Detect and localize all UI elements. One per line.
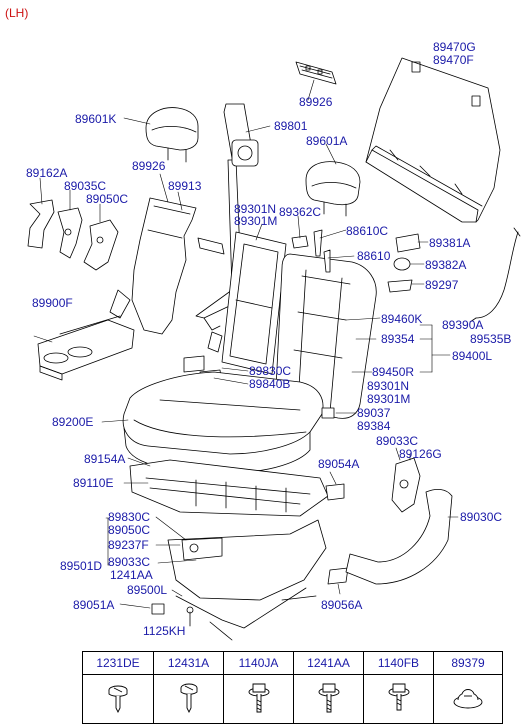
label-89382a: 89382A bbox=[425, 258, 467, 272]
label-89054a: 89054A bbox=[318, 457, 360, 471]
fastener-code: 1140FB bbox=[364, 652, 433, 675]
cushion-frame bbox=[129, 459, 329, 517]
fastener-cell: 1140JA bbox=[223, 652, 293, 723]
label-89830c-mid: 89830C bbox=[249, 364, 292, 378]
label-89056a: 89056A bbox=[321, 598, 363, 612]
label-89400l: 89400L bbox=[452, 349, 493, 363]
label-88610: 88610 bbox=[357, 249, 391, 263]
label-89301m-b: 89301M bbox=[367, 392, 411, 406]
small-clips bbox=[291, 229, 421, 293]
fastener-cell: 12431A bbox=[153, 652, 223, 723]
label-89460k: 89460K bbox=[381, 312, 423, 326]
label-89830c-left: 89830C bbox=[108, 510, 151, 524]
seat-belt-89801 bbox=[195, 103, 259, 331]
side-shield-89030c bbox=[345, 488, 453, 585]
fastener-code: 1140JA bbox=[224, 652, 293, 675]
label-89381a: 89381A bbox=[429, 236, 471, 250]
label-89033c-left: 89033C bbox=[108, 555, 151, 569]
label-89501d: 89501D bbox=[60, 559, 103, 573]
fastener-cell: 1241AA bbox=[293, 652, 363, 723]
label-89297: 89297 bbox=[425, 278, 459, 292]
fastener-cell: 89379 bbox=[433, 652, 502, 723]
label-89470f: 89470F bbox=[433, 53, 474, 67]
label-89913: 89913 bbox=[168, 179, 202, 193]
fastener-code: 89379 bbox=[434, 652, 502, 675]
label-89301n-b: 89301N bbox=[367, 379, 410, 393]
label-1241aa-left: 1241AA bbox=[110, 568, 153, 582]
label-89801: 89801 bbox=[274, 119, 308, 133]
seat-track-mechanism bbox=[167, 519, 327, 641]
fastener-table: 1231DE 12431A 1140JA 1241AA 1140FB bbox=[82, 651, 503, 724]
bracket-89926-top bbox=[295, 61, 337, 85]
seatback-cushion bbox=[275, 253, 377, 419]
side-brackets-left bbox=[27, 199, 119, 271]
fastener-cell: 1231DE bbox=[83, 652, 153, 723]
release-cable bbox=[469, 227, 521, 323]
small-hardware bbox=[151, 407, 345, 627]
label-89301m-a: 89301M bbox=[234, 214, 278, 228]
flange-bolt-icon bbox=[318, 683, 340, 713]
seat-cushion bbox=[122, 371, 324, 473]
label-89035c: 89035C bbox=[64, 179, 107, 193]
label-89030c: 89030C bbox=[460, 510, 503, 524]
label-89362c: 89362C bbox=[279, 205, 322, 219]
label-89354: 89354 bbox=[381, 332, 415, 346]
label-89301n-a: 89301N bbox=[234, 202, 277, 216]
label-89840b: 89840B bbox=[249, 377, 291, 391]
fastener-code: 1241AA bbox=[294, 652, 363, 675]
lower-bracket-89056a bbox=[327, 567, 349, 585]
label-89050c-top: 89050C bbox=[86, 192, 129, 206]
label-89601a: 89601A bbox=[306, 134, 348, 148]
label-89050c-left: 89050C bbox=[108, 523, 151, 537]
label-89110e: 89110E bbox=[73, 476, 114, 490]
fastener-cell: 1140FB bbox=[363, 652, 433, 723]
label-88610c: 88610C bbox=[346, 224, 389, 238]
label-89126g: 89126G bbox=[399, 447, 442, 461]
cup-holder-armrest bbox=[37, 315, 135, 381]
label-1125kh: 1125KH bbox=[143, 624, 186, 638]
label-89450r: 89450R bbox=[372, 365, 415, 379]
label-89154a: 89154A bbox=[84, 452, 126, 466]
backrest-side-trim bbox=[109, 197, 197, 335]
flange-bolt-icon bbox=[388, 683, 410, 711]
label-89237f: 89237F bbox=[108, 538, 149, 552]
label-89535b: 89535B bbox=[470, 332, 512, 346]
label-89500l: 89500L bbox=[127, 583, 168, 597]
screw-icon bbox=[180, 683, 198, 714]
label-89033c-right: 89033C bbox=[376, 434, 419, 448]
rear-back-panel bbox=[365, 57, 501, 223]
label-89037: 89037 bbox=[357, 406, 391, 420]
push-clip-icon bbox=[453, 689, 483, 709]
label-89390a: 89390A bbox=[442, 318, 484, 332]
label-89926-top: 89926 bbox=[299, 95, 333, 109]
label-89926-mid: 89926 bbox=[132, 159, 166, 173]
label-89470g: 89470G bbox=[433, 40, 476, 54]
label-89162a: 89162A bbox=[26, 166, 68, 180]
label-89384: 89384 bbox=[357, 419, 391, 433]
side-indicator: (LH) bbox=[5, 6, 29, 20]
label-89601k: 89601K bbox=[75, 112, 117, 126]
leader-lines bbox=[33, 79, 459, 609]
fastener-code: 1231DE bbox=[83, 652, 153, 675]
flange-bolt-icon bbox=[248, 683, 270, 713]
headrest-89601k bbox=[145, 107, 199, 163]
label-89200e: 89200E bbox=[52, 415, 94, 429]
seatback-frame bbox=[207, 231, 287, 375]
label-89051a: 89051A bbox=[73, 598, 115, 612]
hinge-cover-89033c bbox=[391, 457, 421, 513]
screw-icon bbox=[108, 685, 128, 714]
label-89900f: 89900F bbox=[32, 296, 73, 310]
fastener-code: 12431A bbox=[154, 652, 223, 675]
headrest-89601a bbox=[305, 161, 361, 217]
